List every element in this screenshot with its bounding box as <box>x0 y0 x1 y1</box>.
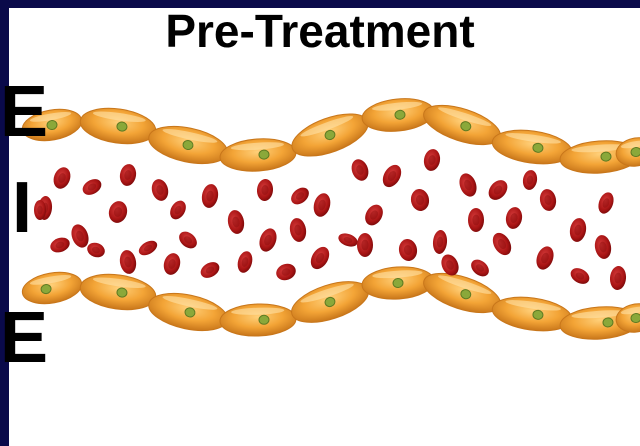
red-blood-cell <box>256 226 279 254</box>
red-blood-cell <box>106 199 129 225</box>
red-blood-cell <box>274 261 298 283</box>
red-blood-cell <box>533 244 556 272</box>
red-blood-cell <box>521 169 538 191</box>
red-blood-cell <box>568 217 588 243</box>
endothelial-cell <box>287 273 374 330</box>
red-blood-cell <box>198 259 222 281</box>
red-blood-cell <box>568 265 592 287</box>
page-title: Pre-Treatment <box>0 8 640 54</box>
bottom-wall-label: E <box>0 302 48 374</box>
red-blood-cell <box>176 228 200 252</box>
red-blood-cell <box>357 233 373 257</box>
red-blood-cell <box>288 184 312 208</box>
red-blood-cell <box>432 229 448 254</box>
red-blood-cell <box>167 198 189 222</box>
red-blood-cell <box>136 238 159 258</box>
red-blood-cell <box>161 251 182 276</box>
red-blood-cell <box>311 191 333 218</box>
lumen-red-blood-cells <box>34 148 627 291</box>
red-blood-cell <box>422 148 442 172</box>
nucleus <box>393 278 404 288</box>
endothelial-cell <box>419 265 505 320</box>
endothelial-cell <box>287 105 374 164</box>
red-blood-cell <box>538 188 558 212</box>
endothelial-cell <box>78 104 158 148</box>
red-blood-cell <box>596 190 617 215</box>
red-blood-cell <box>307 244 333 273</box>
endothelial-cell <box>145 287 230 337</box>
red-blood-cell <box>468 208 484 232</box>
red-blood-cell <box>48 235 72 255</box>
red-blood-cell <box>235 250 254 275</box>
red-blood-cell <box>485 176 511 203</box>
endothelial-cell <box>78 270 158 314</box>
red-blood-cell <box>200 183 220 209</box>
nucleus <box>259 315 269 324</box>
top-endothelial-wall <box>20 95 640 175</box>
red-blood-cell <box>362 201 387 228</box>
red-blood-cell <box>379 162 405 191</box>
nucleus <box>259 150 270 160</box>
red-blood-cell <box>409 188 431 213</box>
red-blood-cell <box>118 163 138 187</box>
endothelial-cell <box>219 303 296 338</box>
nucleus <box>601 152 612 162</box>
red-blood-cell <box>489 230 515 259</box>
red-blood-cell <box>80 176 104 198</box>
red-blood-cell <box>593 234 613 260</box>
red-blood-cell <box>85 240 107 259</box>
endothelial-cell <box>219 136 297 173</box>
red-blood-cell <box>337 231 360 249</box>
red-blood-cell <box>51 165 74 191</box>
nucleus <box>603 318 614 328</box>
red-blood-cell <box>256 178 274 201</box>
red-blood-cell <box>468 256 492 280</box>
red-blood-cell <box>504 206 524 230</box>
red-blood-cell <box>118 249 138 275</box>
bottom-endothelial-wall <box>20 265 640 342</box>
red-blood-cell <box>397 238 419 263</box>
lumen-label: I <box>12 172 32 244</box>
endothelial-cell <box>145 120 230 170</box>
red-blood-cell <box>34 200 46 220</box>
red-blood-cell <box>349 157 372 183</box>
red-blood-cell <box>456 171 479 199</box>
top-wall-label: E <box>0 76 48 148</box>
nucleus <box>395 110 406 120</box>
red-blood-cell <box>288 217 308 243</box>
red-blood-cell <box>149 177 170 202</box>
red-blood-cell <box>609 265 627 290</box>
red-blood-cell <box>226 209 246 235</box>
